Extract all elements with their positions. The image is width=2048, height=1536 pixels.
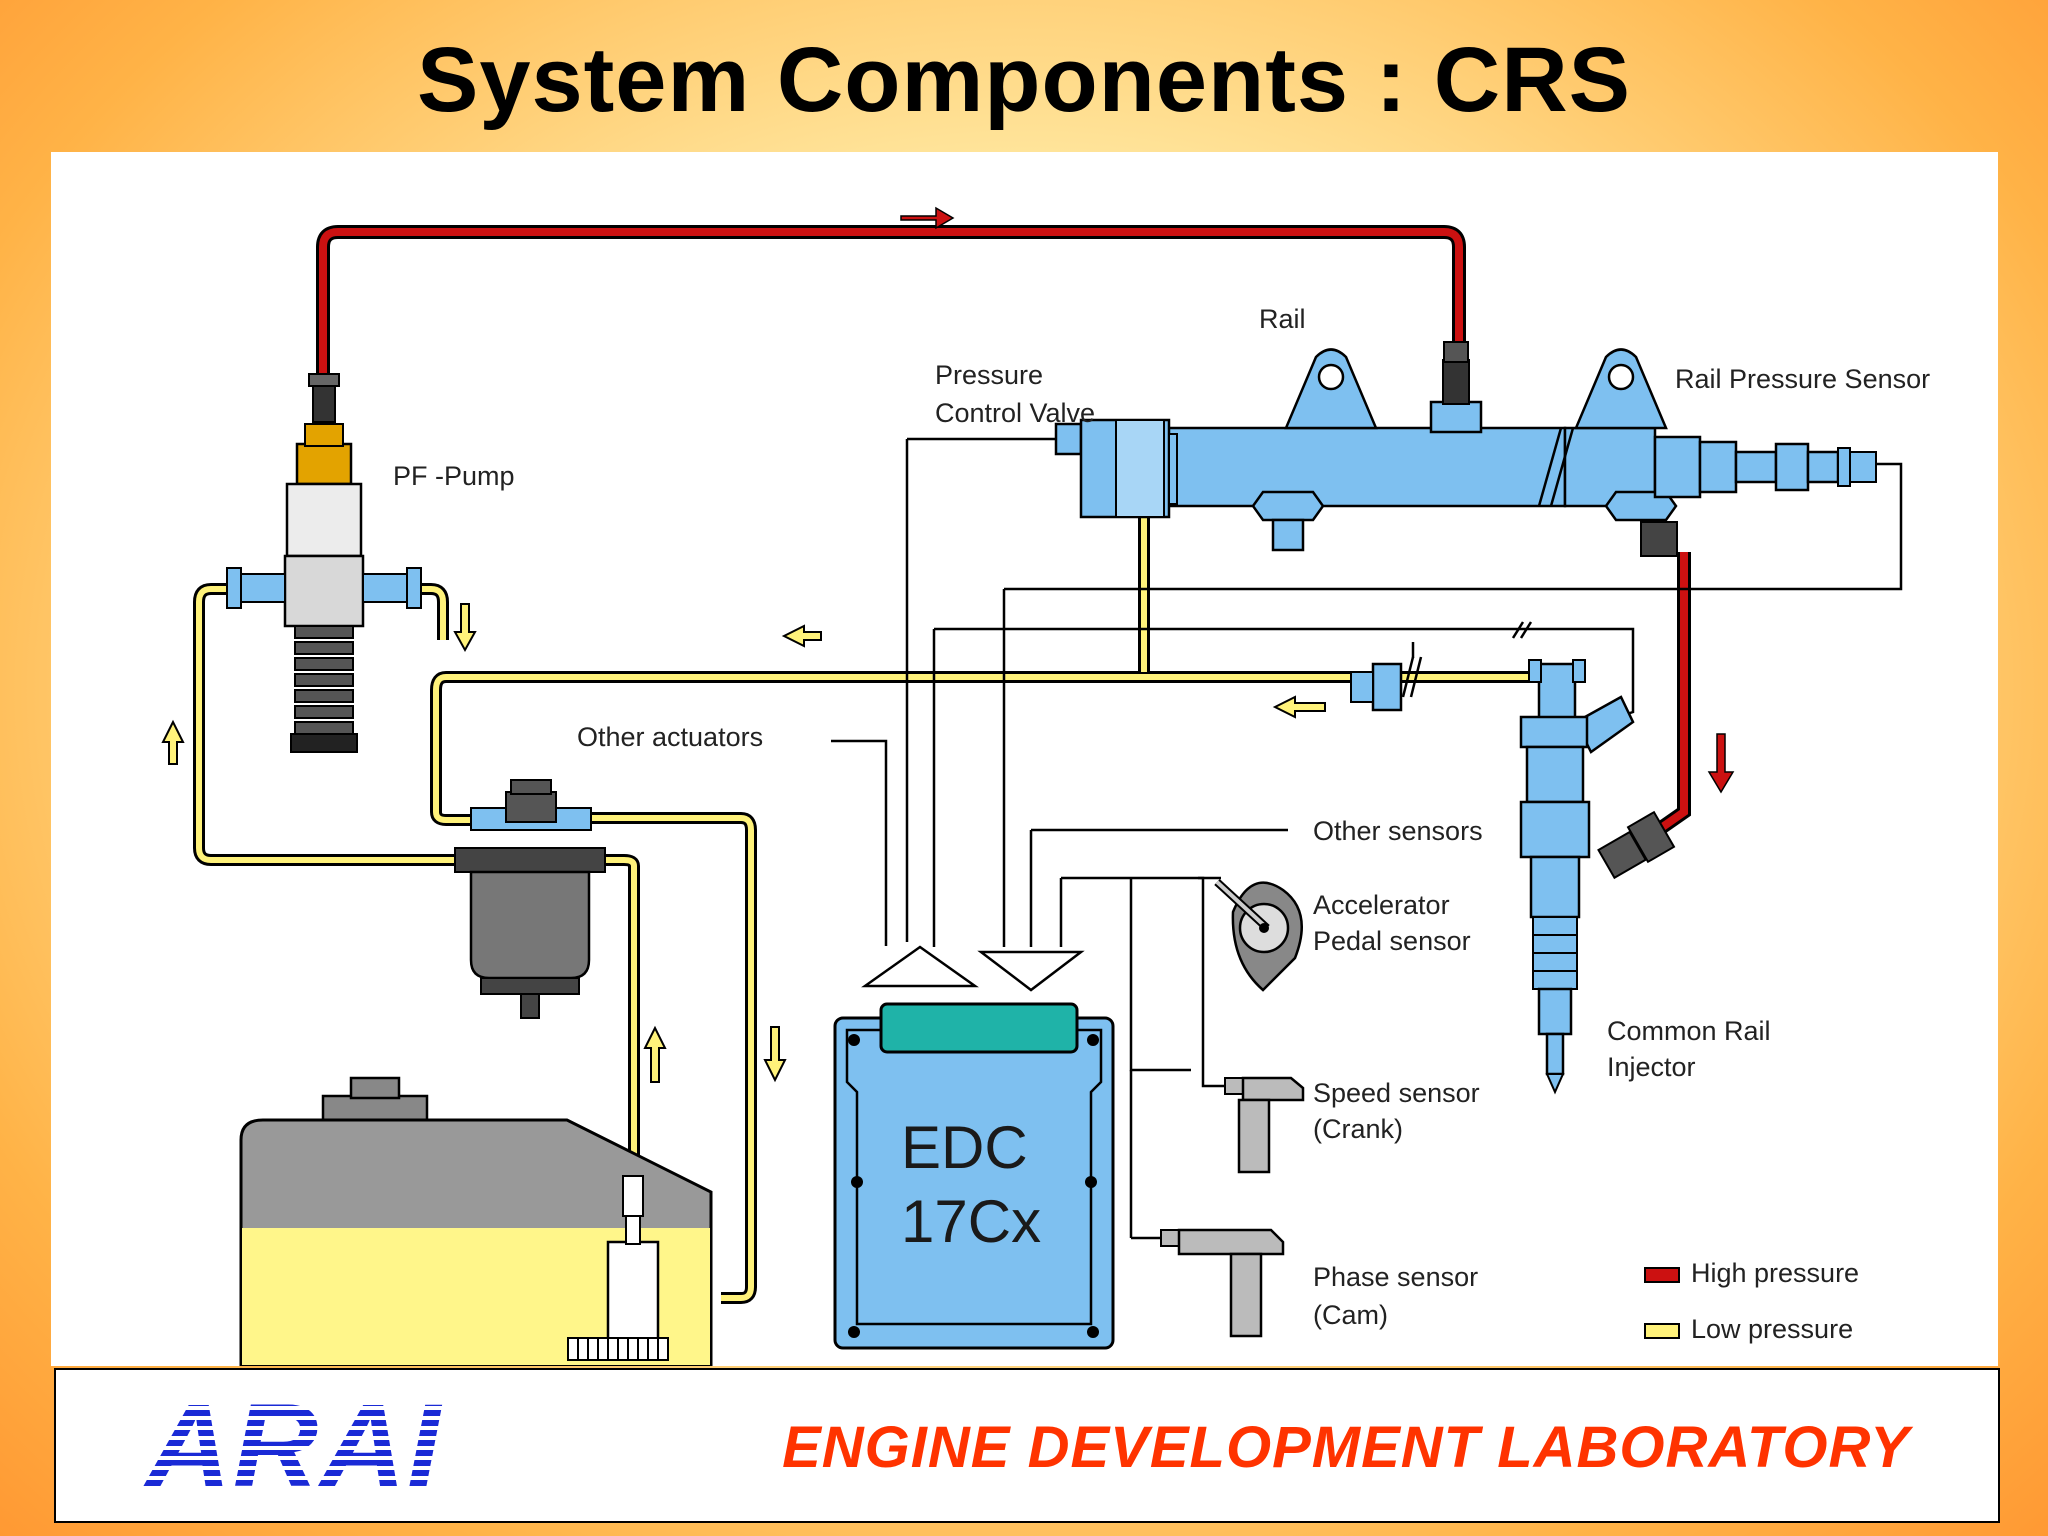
flow-arrow-left-icon [781,624,822,648]
label-speed-sensor-2: (Crank) [1313,1114,1403,1144]
page-title: System Components : CRS [416,29,1632,131]
rail-pressure-sensor [1653,435,1877,499]
flow-arrow-down-right-icon [1707,733,1735,794]
legend-swatch-low [1644,1323,1680,1339]
legend-swatch-high [1644,1267,1680,1283]
crs-diagram: Rail Pressure Control Valve Rail Pressur… [161,206,1930,1366]
label-pf-pump: PF -Pump [393,461,515,491]
flow-arrow-down-icon [453,603,477,653]
diagram-panel: Rail Pressure Control Valve Rail Pressur… [51,152,1998,1366]
accelerator-pedal-sensor [1214,879,1303,992]
legend: High pressure Low pressure [1644,1258,1859,1344]
common-rail-injector [1519,659,1676,1095]
pf-pump [226,373,422,753]
label-pressure-control-valve-1: Pressure [935,360,1043,390]
label-phase-sensor-2: (Cam) [1313,1300,1388,1330]
flow-arrow-top-icon [900,206,955,230]
footer-bar: ARAI ENGINE DEVELOPMENT LABORATORY [54,1368,2000,1523]
injector-leak-connectors [1350,662,1403,712]
fuel-filter [454,779,606,1019]
ecu-input-arrow-icon [977,950,1085,992]
legend-low-pressure: Low pressure [1691,1314,1853,1344]
label-rail-pressure-sensor: Rail Pressure Sensor [1675,364,1930,394]
label-pressure-control-valve-2: Control Valve [935,398,1095,428]
low-pressure-lines [193,517,1551,1304]
fuel-tank [239,1076,713,1366]
label-injector-1: Common Rail [1607,1016,1771,1046]
legend-high-pressure: High pressure [1691,1258,1859,1288]
ecu-edc17cx [833,1002,1115,1350]
lab-name: ENGINE DEVELOPMENT LABORATORY [782,1415,1910,1480]
label-accelerator-2: Pedal sensor [1313,926,1471,956]
label-rail: Rail [1259,304,1306,334]
flow-arrow-up-icon [643,1025,667,1083]
label-other-sensors: Other sensors [1313,816,1483,846]
label-accelerator-1: Accelerator [1313,890,1450,920]
arai-logo: ARAI [143,1390,443,1502]
label-injector-2: Injector [1607,1052,1696,1082]
high-pressure-lines [316,225,1691,848]
ecu-output-arrow-icon [861,945,979,988]
pressure-control-valve [1054,418,1178,519]
common-rail [1153,341,1678,557]
label-ecu-2: 17Cx [901,1188,1041,1255]
flow-arrow-left-icon [1272,695,1326,719]
label-other-actuators: Other actuators [577,722,763,752]
arai-logo-text: ARAI [143,1390,443,1502]
label-ecu-1: EDC [901,1114,1028,1181]
speed-sensor-crank [1224,1076,1305,1174]
flow-arrow-down-icon [763,1026,787,1083]
phase-sensor-cam [1160,1228,1285,1338]
label-phase-sensor-1: Phase sensor [1313,1262,1478,1292]
label-speed-sensor-1: Speed sensor [1313,1078,1480,1108]
flow-arrow-up-icon [161,719,185,765]
